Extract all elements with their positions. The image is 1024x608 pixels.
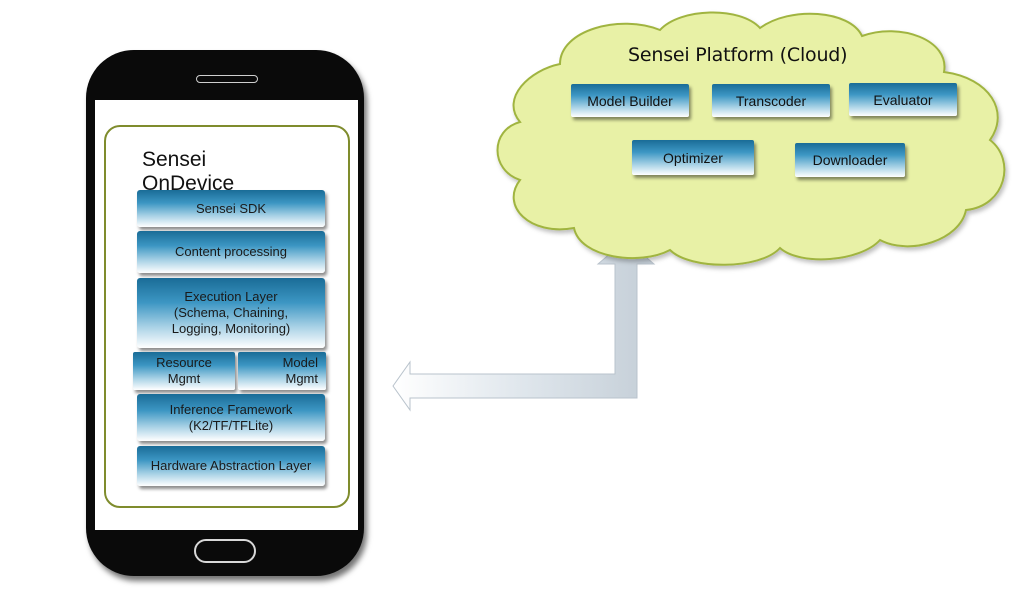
sensei-sdk-label: Sensei SDK xyxy=(195,200,267,216)
hardware-abstraction-label: Hardware Abstraction Layer xyxy=(150,458,312,473)
model-builder-box: Model Builder xyxy=(571,84,689,117)
execution-layer: Execution Layer (Schema, Chaining, Loggi… xyxy=(137,278,325,348)
model-builder-label: Model Builder xyxy=(587,92,673,109)
optimizer-box: Optimizer xyxy=(632,140,754,175)
ondevice-title-line1: Sensei xyxy=(142,148,207,171)
transcoder-label: Transcoder xyxy=(735,92,807,109)
cloud-title: Sensei Platform (Cloud) xyxy=(628,44,848,66)
model-mgmt-label: Model Mgmt xyxy=(282,355,318,386)
ondevice-container xyxy=(104,125,350,508)
execution-layer-label: Execution Layer (Schema, Chaining, Loggi… xyxy=(171,289,291,336)
optimizer-label: Optimizer xyxy=(663,149,723,166)
resource-mgmt-label: Resource Mgmt xyxy=(156,355,212,386)
hardware-abstraction-layer: Hardware Abstraction Layer xyxy=(137,446,325,486)
inference-framework-label: Inference Framework (K2/TF/TFLite) xyxy=(169,401,293,433)
content-processing-layer: Content processing xyxy=(137,231,325,273)
ondevice-title: Sensei OnDevice xyxy=(142,148,234,196)
inference-framework-layer: Inference Framework (K2/TF/TFLite) xyxy=(137,394,325,441)
phone-speaker xyxy=(196,75,258,83)
model-mgmt-layer: Model Mgmt xyxy=(238,352,326,390)
content-processing-label: Content processing xyxy=(174,244,287,259)
evaluator-box: Evaluator xyxy=(849,83,957,116)
downloader-box: Downloader xyxy=(795,143,905,177)
sensei-sdk-layer: Sensei SDK xyxy=(137,190,325,227)
ondevice-title-line2: OnDevice xyxy=(142,172,235,195)
evaluator-label: Evaluator xyxy=(873,91,933,108)
phone-home-button xyxy=(194,539,256,563)
downloader-label: Downloader xyxy=(812,152,888,168)
resource-mgmt-layer: Resource Mgmt xyxy=(133,352,235,390)
transcoder-box: Transcoder xyxy=(712,84,830,117)
